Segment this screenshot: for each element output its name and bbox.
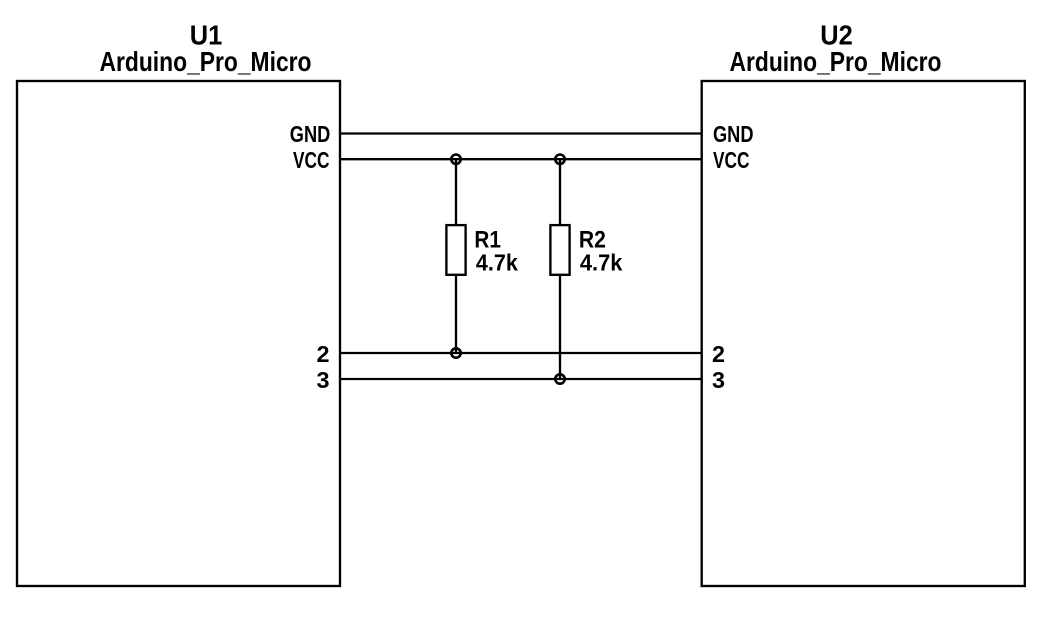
svg-text:R2: R2 (579, 226, 606, 253)
svg-text:3: 3 (712, 367, 725, 393)
svg-text:U2: U2 (820, 19, 853, 50)
svg-text:2: 2 (712, 341, 725, 367)
svg-text:R1: R1 (474, 226, 501, 253)
svg-text:GND: GND (290, 121, 331, 147)
svg-text:VCC: VCC (293, 147, 330, 173)
svg-text:VCC: VCC (713, 147, 750, 173)
svg-text:Arduino_Pro_Micro: Arduino_Pro_Micro (730, 46, 942, 77)
svg-text:4.7k: 4.7k (476, 249, 518, 275)
svg-text:GND: GND (713, 121, 754, 147)
svg-text:2: 2 (316, 341, 329, 367)
svg-text:3: 3 (316, 367, 329, 393)
svg-text:Arduino_Pro_Micro: Arduino_Pro_Micro (100, 46, 312, 77)
svg-text:U1: U1 (190, 19, 223, 50)
svg-text:4.7k: 4.7k (580, 249, 623, 275)
